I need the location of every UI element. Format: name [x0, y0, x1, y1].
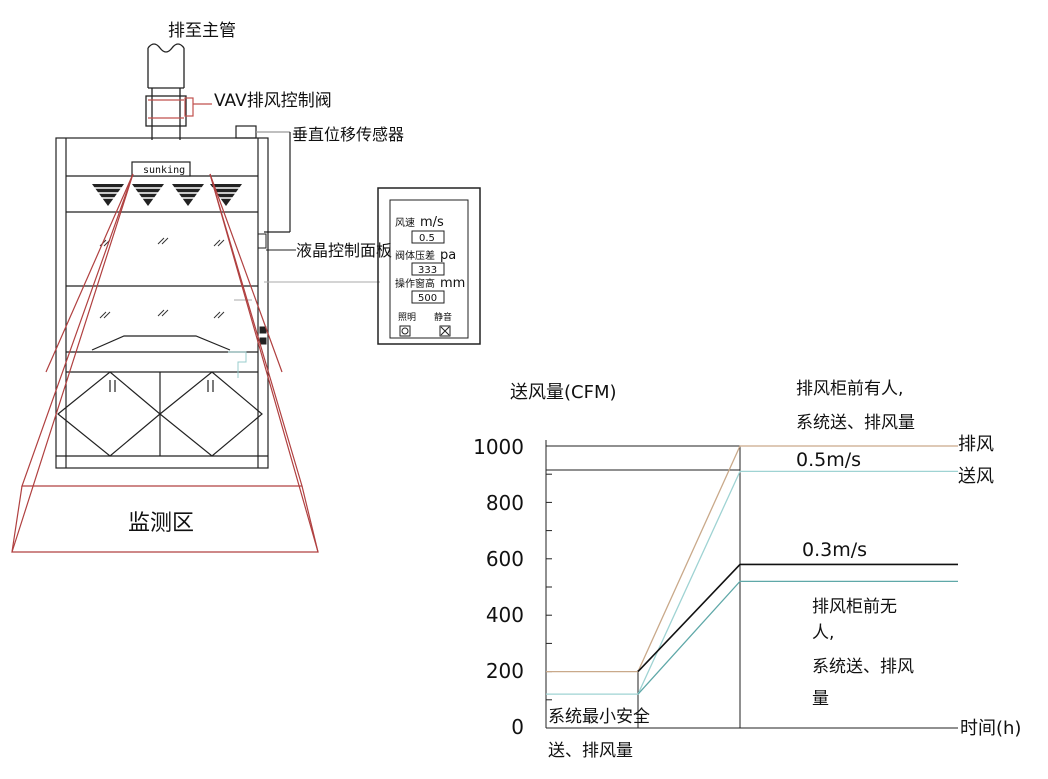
air-speed-label: 风速 [395, 217, 415, 229]
pressure-value: 333 [418, 265, 437, 276]
vacant-annotation-2: 人, [812, 623, 834, 643]
pressure-box [411, 262, 445, 276]
min-annotation-2: 送、排风量 [548, 741, 633, 761]
air-speed-unit: m/s [420, 215, 444, 230]
pressure-unit: pa [440, 248, 456, 263]
series-label-exhaust: 排风 [958, 434, 994, 455]
sash-value: 500 [418, 293, 437, 304]
vertical-sensor [235, 125, 291, 233]
side-controls [257, 233, 267, 345]
hood-body [55, 137, 269, 469]
min-annotation-1: 系统最小安全 [548, 707, 650, 727]
vacant-annotation-1: 排风柜前无 [812, 597, 897, 617]
mute-button-icon [439, 325, 451, 337]
glass-marks [99, 237, 225, 319]
y-axis-title: 送风量(CFM) [510, 382, 617, 403]
speed-high-label: 0.5m/s [796, 449, 861, 471]
sash-label: 操作窗高 [395, 277, 435, 290]
air-speed-value: 0.5 [419, 233, 435, 244]
vacant-annotation-4: 量 [812, 689, 829, 709]
mute-cross-icon [440, 326, 450, 336]
light-label: 照明 [398, 312, 416, 323]
vav-valve-label: VAV排风控制阀 [214, 91, 332, 111]
exhaust-duct [145, 43, 187, 140]
series-line-1 [546, 470, 958, 695]
vertical-sensor-label: 垂直位移传感器 [292, 125, 404, 144]
vav-valve [148, 97, 212, 119]
chart: 送风量(CFM) 时间(h) 0 200 400 600 800 1000 排风… [473, 379, 1021, 761]
exhaust-to-main-text: 排至主管 [168, 21, 236, 41]
y-tick-400: 400 [486, 603, 524, 627]
vacant-annotation-3: 系统送、排风 [812, 657, 914, 677]
pressure-label: 阀体压差 [395, 249, 435, 262]
water-fitting [228, 299, 252, 378]
brand-label: sunking [143, 165, 185, 176]
y-minor-ticks [546, 445, 552, 701]
baffle-vents [92, 184, 242, 206]
series-layer [546, 445, 958, 695]
x-axis-title: 时间(h) [960, 718, 1021, 739]
monitor-zone [11, 173, 319, 553]
monitor-zone-label: 监测区 [128, 511, 194, 536]
occupied-annotation-1: 排风柜前有人, [796, 379, 903, 399]
light-button-icon [399, 325, 411, 337]
y-tick-0: 0 [511, 715, 524, 739]
y-tick-800: 800 [486, 491, 524, 515]
y-tick-200: 200 [486, 659, 524, 683]
speed-low-label: 0.3m/s [802, 539, 867, 561]
mute-label: 静音 [434, 311, 452, 323]
vent-slats [90, 187, 246, 199]
control-panel [377, 187, 481, 345]
series-line-0 [546, 445, 958, 673]
series-label-supply: 送风 [958, 466, 994, 487]
series-line-3 [637, 580, 958, 695]
series-line-2 [637, 563, 958, 673]
occupied-annotation-2: 系统送、排风量 [796, 413, 915, 433]
y-tick-600: 600 [486, 547, 524, 571]
y-tick-1000: 1000 [473, 435, 524, 459]
sash-unit: mm [440, 276, 465, 291]
lcd-panel-label: 液晶控制面板 [296, 241, 392, 260]
air-speed-box [411, 230, 445, 244]
sash-box [411, 290, 445, 304]
light-circle-icon [401, 327, 409, 335]
